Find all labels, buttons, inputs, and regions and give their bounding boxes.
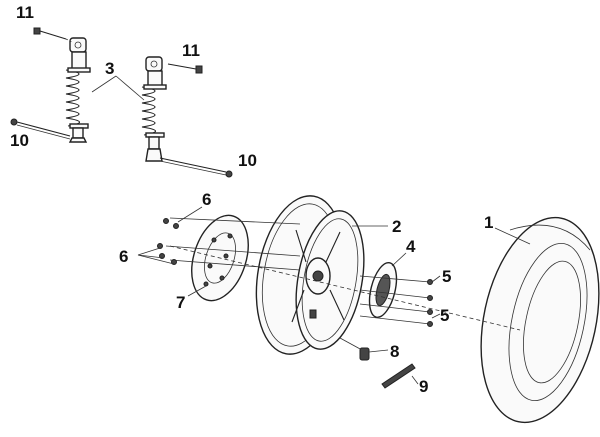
callout-8: 8 <box>390 342 399 361</box>
callout-1: 1 <box>484 213 493 232</box>
callout-7: 7 <box>176 293 185 312</box>
callout-10-left: 10 <box>10 131 29 150</box>
leader-lines <box>91 75 531 385</box>
callout-9: 9 <box>419 377 428 396</box>
shock-absorber-right <box>141 56 167 162</box>
callout-5-upper: 5 <box>442 267 451 286</box>
tire-valve <box>339 337 370 361</box>
callout-11-left: 11 <box>16 3 34 22</box>
top-bolt-left <box>33 27 73 43</box>
callout-5-lower: 5 <box>440 306 449 325</box>
balance-weight <box>381 363 416 389</box>
callout-10-right: 10 <box>238 151 257 170</box>
tire <box>480 216 600 424</box>
callout-6-lower: 6 <box>119 247 128 266</box>
callout-2: 2 <box>392 217 401 236</box>
assembly-lines <box>165 217 521 331</box>
shock-absorber-left <box>65 37 91 143</box>
sprocket-ring <box>368 261 398 319</box>
sprocket-bolts <box>427 279 433 327</box>
top-bolt-right <box>167 63 203 74</box>
callout-11-right: 11 <box>182 41 200 60</box>
wheel-rim <box>255 195 365 355</box>
callout-6-upper: 6 <box>202 190 211 209</box>
callout-4: 4 <box>406 237 416 256</box>
callout-3: 3 <box>105 59 114 78</box>
lower-bolt-right <box>159 157 233 178</box>
lower-bolt-left <box>10 118 71 140</box>
